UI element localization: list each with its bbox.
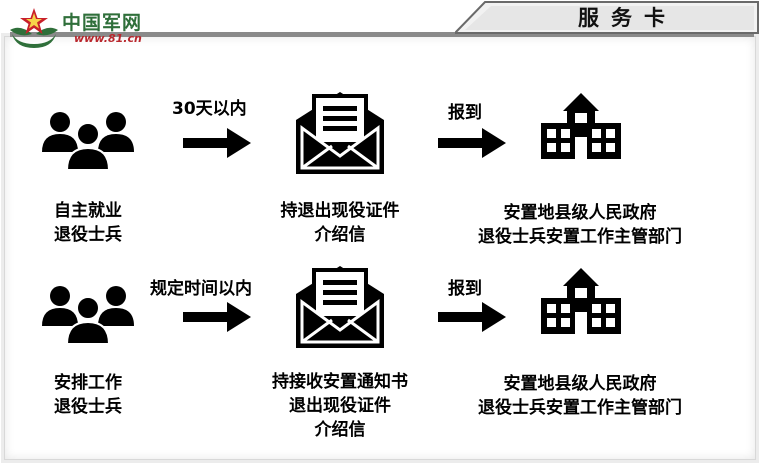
destination-label-line2: 退役士兵安置工作主管部门 bbox=[478, 398, 682, 418]
envelope-letter-icon bbox=[292, 260, 388, 354]
government-building-icon bbox=[535, 268, 627, 340]
document-label-line2: 退出现役证件 bbox=[289, 396, 391, 416]
destination-label-line1: 安置地县级人民政府 bbox=[503, 374, 657, 394]
destination-label-line1: 安置地县级人民政府 bbox=[503, 203, 657, 223]
logo-url: www.81.cn bbox=[74, 32, 142, 45]
tab-title: 服务卡 bbox=[578, 6, 677, 30]
person-label-line2: 退役士兵 bbox=[54, 397, 122, 417]
arrow-right-icon bbox=[183, 128, 251, 162]
arrow-label: 报到 bbox=[448, 279, 482, 299]
document-label-line2: 介绍信 bbox=[314, 225, 366, 245]
envelope-letter-icon bbox=[292, 86, 388, 180]
arrow-label: 报到 bbox=[448, 103, 482, 123]
logo-emblem-icon bbox=[10, 8, 58, 48]
arrow-label: 规定时间以内 bbox=[150, 279, 252, 299]
government-building-icon bbox=[535, 93, 627, 165]
arrow-right-icon bbox=[438, 302, 506, 336]
logo: 中国军网 www.81.cn bbox=[6, 4, 176, 52]
arrow-right-icon bbox=[438, 128, 506, 162]
arrow-label: 30天以内 bbox=[172, 99, 247, 119]
arrow-right-icon bbox=[183, 302, 251, 336]
people-group-icon bbox=[38, 110, 138, 176]
people-group-icon bbox=[38, 284, 138, 350]
person-label-line1: 自主就业 bbox=[54, 201, 122, 221]
document-label-line1: 持接收安置通知书 bbox=[272, 372, 408, 392]
header-bar bbox=[10, 32, 754, 37]
destination-label-line2: 退役士兵安置工作主管部门 bbox=[478, 227, 682, 247]
card-frame bbox=[4, 36, 756, 460]
person-label-line1: 安排工作 bbox=[54, 373, 122, 393]
document-label-line1: 持退出现役证件 bbox=[280, 201, 400, 221]
person-label-line2: 退役士兵 bbox=[54, 225, 122, 245]
logo-name: 中国军网 bbox=[62, 12, 143, 34]
header-tab: 服务卡 bbox=[455, 0, 760, 34]
document-label-line3: 介绍信 bbox=[314, 420, 366, 440]
